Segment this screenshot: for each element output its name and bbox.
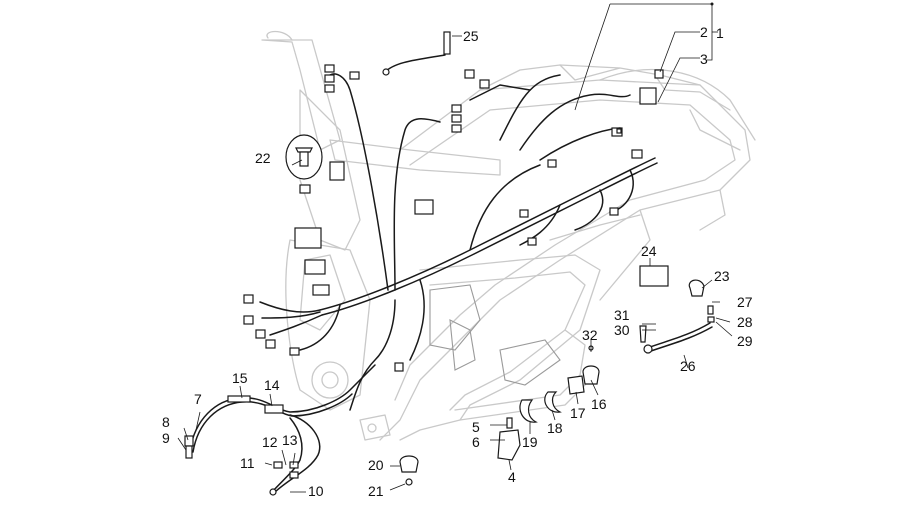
callout-28: 28 [737,314,753,330]
part-22-grommet [285,134,323,180]
part-25-cable [382,31,462,76]
callout-5: 5 [472,419,480,435]
callout-26: 26 [680,358,696,374]
callout-15: 15 [232,370,248,386]
callout-3: 3 [700,51,708,67]
callout-17: 17 [570,405,586,421]
callout-20: 20 [368,457,384,473]
callout-32: 32 [582,327,598,343]
parts-16-19-clamps [519,345,600,423]
callout-22: 22 [255,150,271,166]
callout-31: 31 [614,307,630,323]
callout-10: 10 [308,483,324,499]
parts-20-21 [399,455,419,486]
callout-30: 30 [614,322,630,338]
lower-left-cables [184,364,376,496]
callout-2: 2 [700,24,708,40]
callout-23: 23 [714,268,730,284]
main-wiring-harness [259,73,658,411]
callout-7: 7 [194,391,202,407]
part-26-cable [639,279,715,354]
callout-29: 29 [737,333,753,349]
callout-1: 1 [716,25,724,41]
callout-14: 14 [264,377,280,393]
scooter-frame [261,30,756,441]
leader-lines [177,258,733,493]
callout-6: 6 [472,434,480,450]
callout-13: 13 [282,432,298,448]
callout-25: 25 [463,28,479,44]
callout-8: 8 [162,414,170,430]
parts-4-5-6-bracket [497,417,521,461]
callout-18: 18 [547,420,563,436]
connector-blocks [243,64,664,372]
callout-27: 27 [737,294,753,310]
part-24-plate [639,265,669,287]
callout-16: 16 [591,396,607,412]
callout-24: 24 [641,243,657,259]
callout-labels: 1 2 3 4 5 6 7 8 9 10 11 12 13 14 15 16 1… [162,24,753,499]
callout-11: 11 [240,455,255,471]
callout-4: 4 [508,469,516,485]
callout-12: 12 [262,434,278,450]
callout-bracket-1-2-3 [574,2,718,111]
callout-9: 9 [162,430,170,446]
callout-21: 21 [368,483,384,499]
callout-19: 19 [522,434,538,450]
